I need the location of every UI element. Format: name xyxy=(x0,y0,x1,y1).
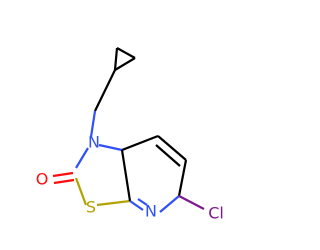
bond-nitrogen-to-carbonyl xyxy=(75,147,89,169)
pyridine-nitrogen-label: N xyxy=(145,202,157,221)
bond-pyridine-nitrogen-to-fusion xyxy=(129,200,144,211)
chemical-structure-diagram: N O S N Cl xyxy=(36,47,224,223)
chlorine-label: Cl xyxy=(208,204,224,223)
bond-carbonyl-oxygen-1 xyxy=(52,171,74,178)
bond-upper-carbon-to-right-carbon xyxy=(157,135,187,161)
bond-carbonyl-to-sulfur xyxy=(74,177,88,206)
bond-upper-aromatic-inner xyxy=(155,144,181,167)
bond-cyclopropyl-left xyxy=(113,47,119,71)
bond-pyridine-aromatic-inner xyxy=(137,198,148,206)
bond-cyclopropyl-top xyxy=(114,57,136,71)
bond-carbon-to-chlorine xyxy=(178,195,205,210)
bond-ring-to-methylene xyxy=(94,69,116,112)
bond-right-carbon-to-chloro-carbon xyxy=(177,159,188,197)
bond-methylene-to-nitrogen xyxy=(89,110,97,138)
oxygen-label: O xyxy=(36,170,49,189)
nitrogen-ring-label: N xyxy=(88,133,100,152)
bond-carbonyl-oxygen-2 xyxy=(53,178,75,185)
bond-ring-fusion xyxy=(120,149,132,202)
bond-sulfur-to-ring-fusion xyxy=(96,199,131,207)
sulfur-label: S xyxy=(86,198,96,217)
bond-chloro-carbon-to-pyridine-nitrogen xyxy=(159,195,180,213)
bond-nitrogen-to-ring-fusion xyxy=(98,143,123,152)
atom-labels: N O S N Cl xyxy=(36,133,224,223)
bond-lines xyxy=(52,47,205,213)
bond-cyclopropyl-right xyxy=(116,47,136,59)
bond-fusion-to-upper-carbon xyxy=(121,134,159,152)
